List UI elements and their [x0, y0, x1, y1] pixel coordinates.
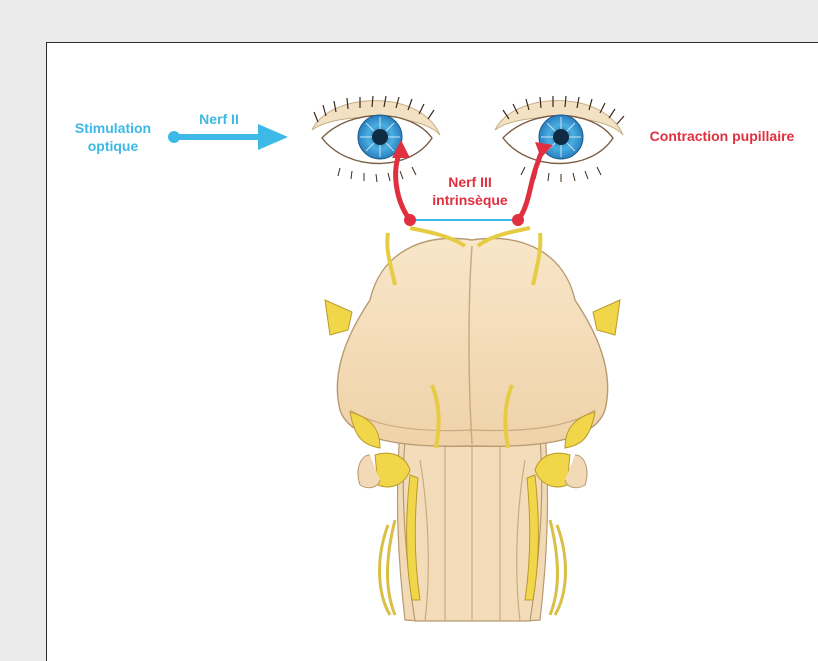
right-eye-icon [495, 96, 624, 182]
left-eye-icon [312, 96, 440, 182]
nerve3-label-line2: intrinsèque [420, 191, 520, 209]
nerve2-label: Nerf II [184, 110, 254, 128]
nerve3-label-line1: Nerf III [420, 173, 520, 191]
pons [337, 238, 607, 446]
brainstem-illustration [325, 228, 620, 621]
stimulus-label: Stimulation optique [58, 119, 168, 155]
nerve3-label: Nerf III intrinsèque [420, 173, 520, 209]
stimulus-label-line2: optique [58, 137, 168, 155]
stimulus-label-line1: Stimulation [58, 119, 168, 137]
response-label: Contraction pupillaire [632, 127, 812, 145]
